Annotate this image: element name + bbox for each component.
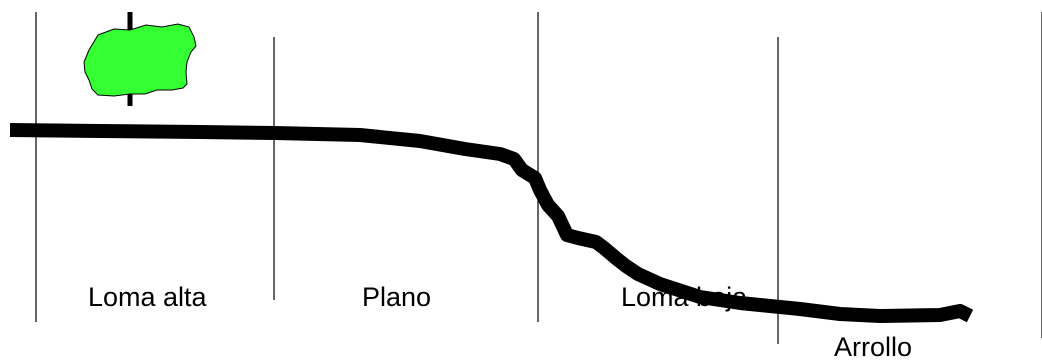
zone-label-loma-alta: Loma alta <box>88 282 208 312</box>
tree-icon <box>83 12 197 106</box>
zone-label-arrollo: Arrollo <box>834 332 912 362</box>
tree-crown <box>83 23 197 97</box>
zone-label-plano: Plano <box>362 282 431 312</box>
zone-label-loma-baja: Loma baja <box>621 282 748 312</box>
terrain-profile-line <box>9 123 974 323</box>
